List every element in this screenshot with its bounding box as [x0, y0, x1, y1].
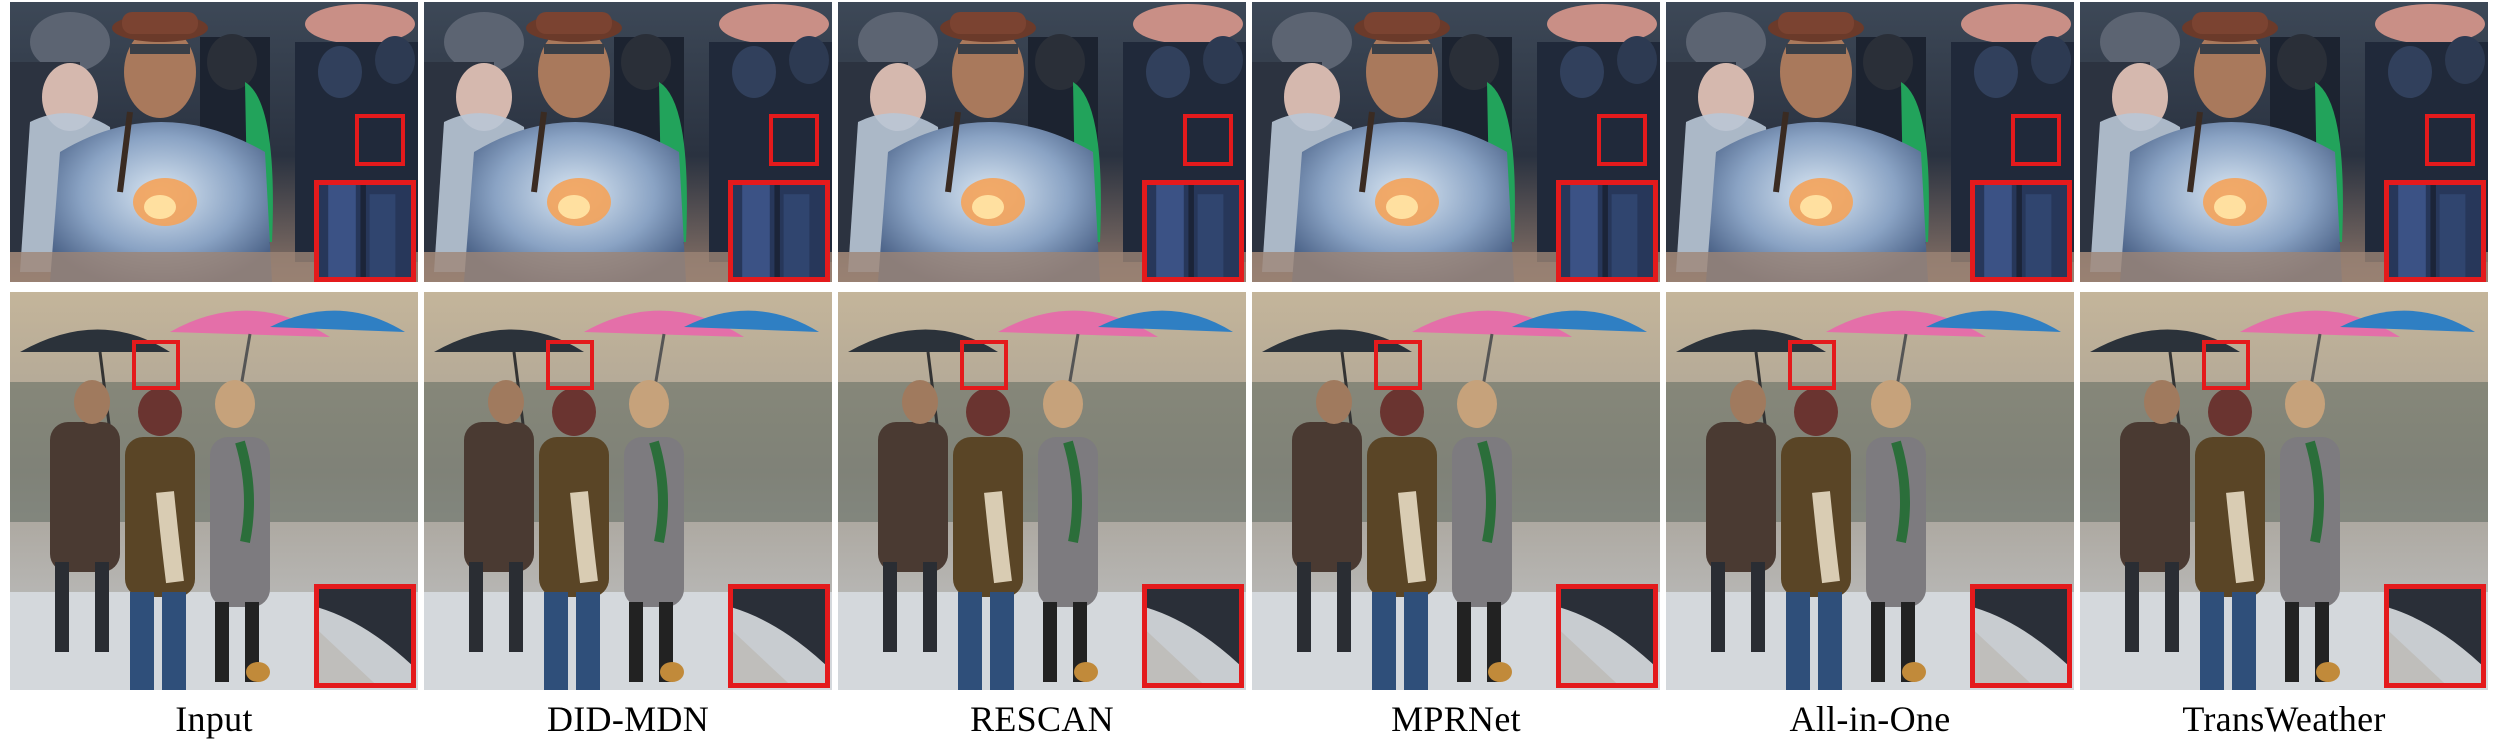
zoom-inset	[1142, 584, 1244, 688]
result-image-scene-1	[424, 2, 832, 282]
method-label: Input	[175, 699, 253, 739]
zoom-inset	[2384, 584, 2486, 688]
zoom-region-box	[2011, 114, 2061, 166]
method-label: DID-MDN	[546, 699, 710, 739]
zoom-inset	[314, 180, 416, 282]
zoom-region-box	[1597, 114, 1647, 166]
zoom-region-box	[1788, 340, 1836, 390]
zoom-inset	[1142, 180, 1244, 282]
zoom-inset	[1556, 180, 1658, 282]
result-image-scene-1	[1252, 2, 1660, 282]
result-image-scene-1	[1666, 2, 2074, 282]
method-label: MPRNet	[1391, 699, 1521, 739]
zoom-region-box	[1183, 114, 1233, 166]
zoom-inset	[2384, 180, 2486, 282]
zoom-region-box	[132, 340, 180, 390]
zoom-region-box	[2425, 114, 2475, 166]
zoom-region-box	[1374, 340, 1422, 390]
zoom-region-box	[769, 114, 819, 166]
result-image-scene-1	[10, 2, 418, 282]
zoom-inset	[1556, 584, 1658, 688]
result-image-scene-1	[2080, 2, 2488, 282]
method-label: TransWeather	[2182, 699, 2386, 739]
method-column: TransWeather	[2080, 0, 2488, 739]
method-column: DID-MDN	[424, 0, 832, 739]
zoom-region-box	[960, 340, 1008, 390]
result-image-scene-2	[1252, 292, 1660, 690]
zoom-region-box	[546, 340, 594, 390]
method-column: Input	[10, 0, 418, 739]
method-column: RESCAN	[838, 0, 1246, 739]
zoom-region-box	[2202, 340, 2250, 390]
result-image-scene-1	[838, 2, 1246, 282]
zoom-inset	[728, 584, 830, 688]
comparison-grid: Input	[10, 0, 2490, 739]
zoom-region-box	[355, 114, 405, 166]
method-label: All-in-One	[1789, 699, 1951, 739]
result-image-scene-2	[2080, 292, 2488, 690]
method-column: MPRNet	[1252, 0, 1660, 739]
zoom-inset	[1970, 180, 2072, 282]
zoom-inset	[1970, 584, 2072, 688]
method-column: All-in-One	[1666, 0, 2074, 739]
result-image-scene-2	[10, 292, 418, 690]
result-image-scene-2	[424, 292, 832, 690]
result-image-scene-2	[838, 292, 1246, 690]
result-image-scene-2	[1666, 292, 2074, 690]
zoom-inset	[314, 584, 416, 688]
zoom-inset	[728, 180, 830, 282]
method-label: RESCAN	[970, 699, 1114, 739]
